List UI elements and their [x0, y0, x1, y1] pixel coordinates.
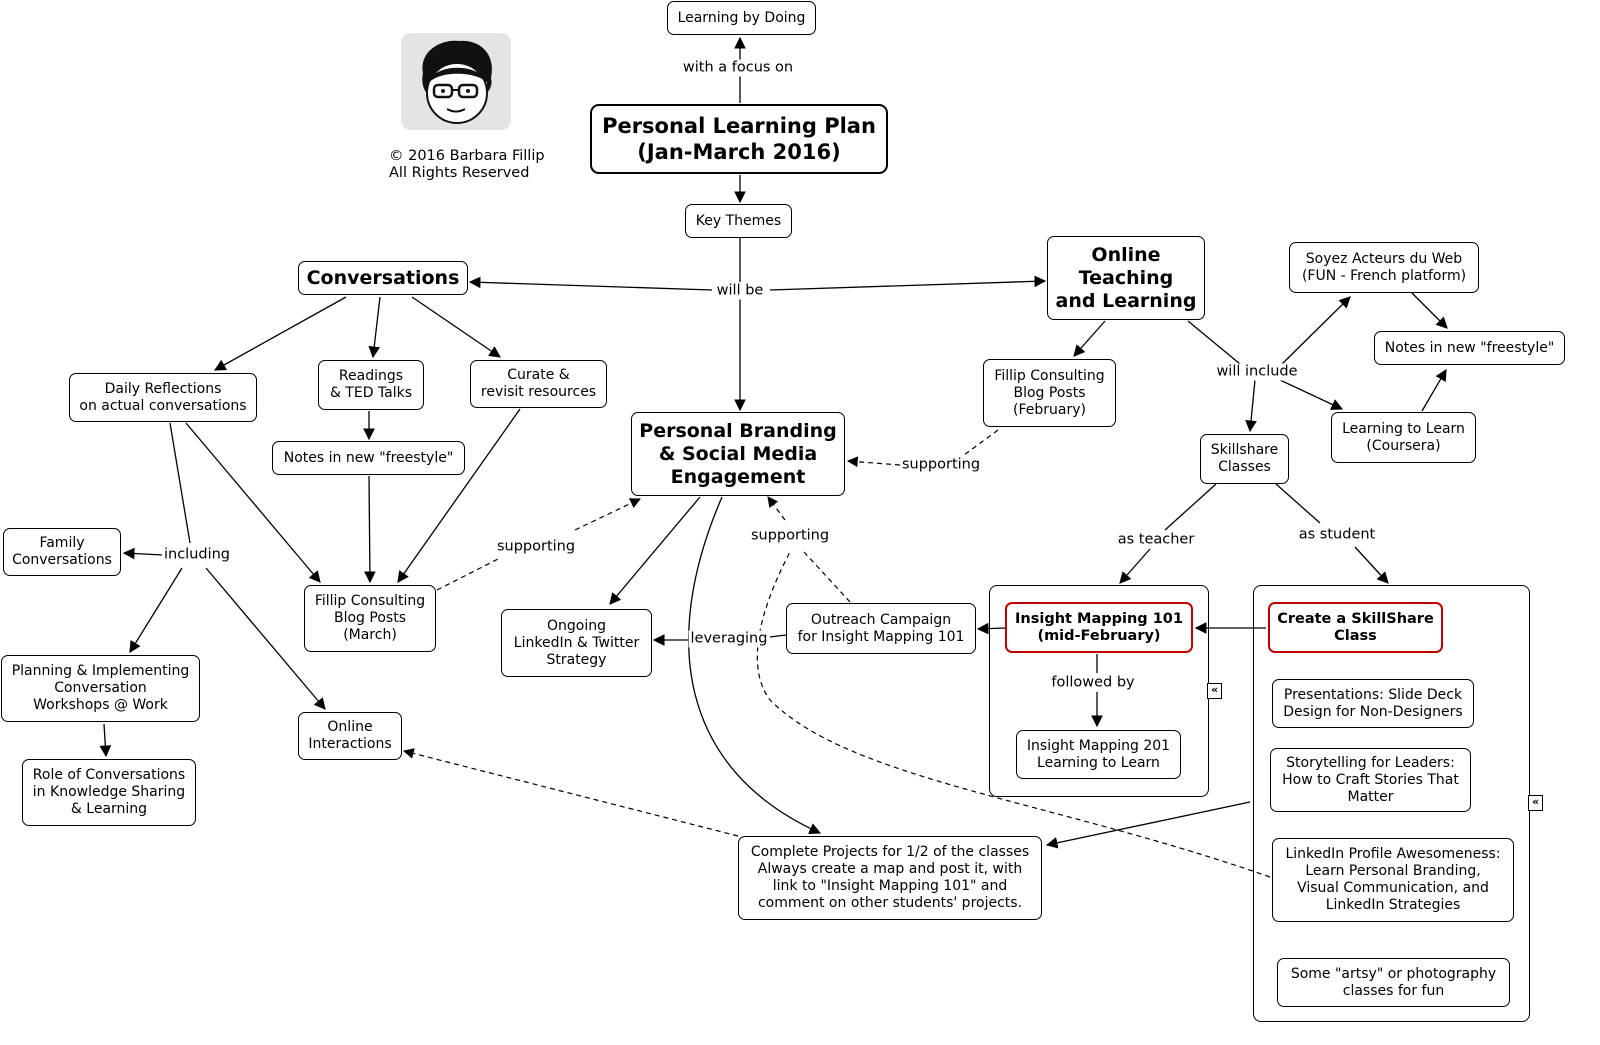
edge-conv-curate	[411, 296, 501, 358]
label-as-teacher: as teacher	[1115, 531, 1197, 549]
collapse-icon[interactable]: «	[1528, 795, 1543, 811]
edge-complete-online	[402, 748, 739, 837]
node-family-conversations[interactable]: Family Conversations	[3, 528, 121, 576]
edge-daily-including	[169, 422, 191, 544]
edge-soyez-notes	[1411, 292, 1448, 329]
edge-supporting-branding-mid	[767, 496, 786, 521]
edge-branding-ongoing	[609, 496, 701, 605]
edge-outreach-supporting	[803, 551, 851, 603]
node-create-skillshare-class[interactable]: Create a SkillShare Class	[1268, 602, 1443, 653]
label-with-a-focus-on: with a focus on	[680, 59, 796, 77]
node-planning-workshops[interactable]: Planning & Implementing Conversation Wor…	[1, 655, 200, 722]
edge-student-create	[1354, 546, 1389, 584]
node-insight-mapping-101[interactable]: Insight Mapping 101 (mid-February)	[1005, 602, 1193, 653]
node-complete-projects[interactable]: Complete Projects for 1/2 of the classes…	[738, 836, 1042, 920]
label-supporting: supporting	[899, 456, 983, 474]
label-will-be: will be	[714, 282, 766, 300]
edge-willbe-online	[769, 275, 1047, 291]
edge-including-planning	[129, 567, 183, 653]
node-daily-reflections[interactable]: Daily Reflections on actual conversation…	[69, 373, 257, 422]
node-conversations[interactable]: Conversations	[298, 261, 468, 295]
node-online-teaching[interactable]: Online Teaching and Learning	[1047, 236, 1205, 320]
edge-conv-daily	[213, 296, 347, 371]
node-learning-to-learn[interactable]: Learning to Learn (Coursera)	[1331, 412, 1476, 463]
edge-willinclude-soyez	[1281, 296, 1351, 365]
node-online-interactions[interactable]: Online Interactions	[298, 712, 402, 760]
edge-fillipmarch-supporting	[436, 557, 501, 591]
collapse-icon[interactable]: «	[1207, 683, 1222, 699]
label-followed-by: followed by	[1049, 674, 1137, 692]
edge-conv-readings	[368, 296, 381, 359]
label-will-include: will include	[1214, 363, 1300, 381]
edge-including-online	[205, 567, 326, 710]
edge-learning-notes	[1421, 368, 1447, 412]
node-artsy-classes[interactable]: Some "artsy" or photography classes for …	[1277, 958, 1510, 1007]
edge-outreach-leveraging	[769, 634, 787, 638]
node-outreach-campaign[interactable]: Outreach Campaign for Insight Mapping 10…	[786, 603, 976, 654]
edge-willinclude-learning	[1279, 379, 1344, 410]
node-skillshare-classes[interactable]: Skillshare Classes	[1200, 434, 1289, 484]
node-ongoing-strategy[interactable]: Ongoing LinkedIn & Twitter Strategy	[501, 609, 652, 677]
edge-insight-outreach	[976, 622, 1006, 635]
node-fillip-february[interactable]: Fillip Consulting Blog Posts (February)	[983, 359, 1116, 427]
node-learning-by-doing[interactable]: Learning by Doing	[667, 1, 816, 35]
edge-linkedin-supporting	[756, 551, 1271, 878]
node-personal-branding[interactable]: Personal Branding & Social Media Engagem…	[631, 412, 845, 496]
edge-skillshare-student	[1275, 483, 1321, 524]
edge-curate-fillipmarch	[397, 408, 521, 583]
avatar-icon	[401, 33, 511, 130]
label-supporting: supporting	[494, 538, 578, 556]
node-linkedin-profile[interactable]: LinkedIn Profile Awesomeness: Learn Pers…	[1272, 838, 1514, 922]
label-leveraging: leveraging	[688, 630, 770, 648]
edge-supporting-branding-left	[574, 498, 641, 531]
node-notes-freestyle-left[interactable]: Notes in new "freestyle"	[272, 441, 465, 475]
node-fillip-march[interactable]: Fillip Consulting Blog Posts (March)	[304, 585, 436, 652]
edge-group-complete	[1045, 801, 1251, 849]
edge-planning-role	[99, 723, 112, 758]
node-role-of-conversations[interactable]: Role of Conversations in Knowledge Shari…	[22, 759, 196, 826]
edge-willbe-conversations	[468, 276, 713, 291]
node-soyez-acteurs[interactable]: Soyez Acteurs du Web (FUN - French platf…	[1289, 242, 1479, 293]
node-key-themes[interactable]: Key Themes	[685, 204, 792, 238]
edge-including-family	[122, 547, 164, 560]
node-personal-learning-plan[interactable]: Personal Learning Plan (Jan-March 2016)	[590, 104, 888, 174]
edge-online-willinclude	[1187, 320, 1241, 365]
edge-branding-complete	[688, 496, 822, 835]
node-storytelling[interactable]: Storytelling for Leaders: How to Craft S…	[1270, 748, 1471, 812]
edge-supporting-branding	[846, 456, 901, 468]
node-notes-freestyle-right[interactable]: Notes in new "freestyle"	[1374, 331, 1565, 365]
copyright-text: © 2016 Barbara Fillip All Rights Reserve…	[389, 148, 545, 181]
label-as-student: as student	[1296, 526, 1378, 544]
label-including: including	[161, 546, 233, 564]
label-supporting: supporting	[748, 527, 832, 545]
edge-teacher-insight	[1119, 548, 1151, 584]
node-curate[interactable]: Curate & revisit resources	[470, 360, 607, 408]
node-insight-mapping-201[interactable]: Insight Mapping 201 Learning to Learn	[1016, 730, 1181, 779]
edge-willinclude-skillshare	[1245, 379, 1257, 433]
node-readings-ted[interactable]: Readings & TED Talks	[318, 360, 424, 410]
edge-online-fillipfeb	[1073, 320, 1106, 357]
edge-fillipfeb-supporting	[959, 429, 999, 459]
edge-skillshare-teacher	[1164, 483, 1217, 531]
node-presentations[interactable]: Presentations: Slide Deck Design for Non…	[1272, 679, 1474, 728]
edge-daily-fillipmarch	[185, 422, 321, 583]
edge-notes-fillipmarch	[364, 475, 376, 584]
